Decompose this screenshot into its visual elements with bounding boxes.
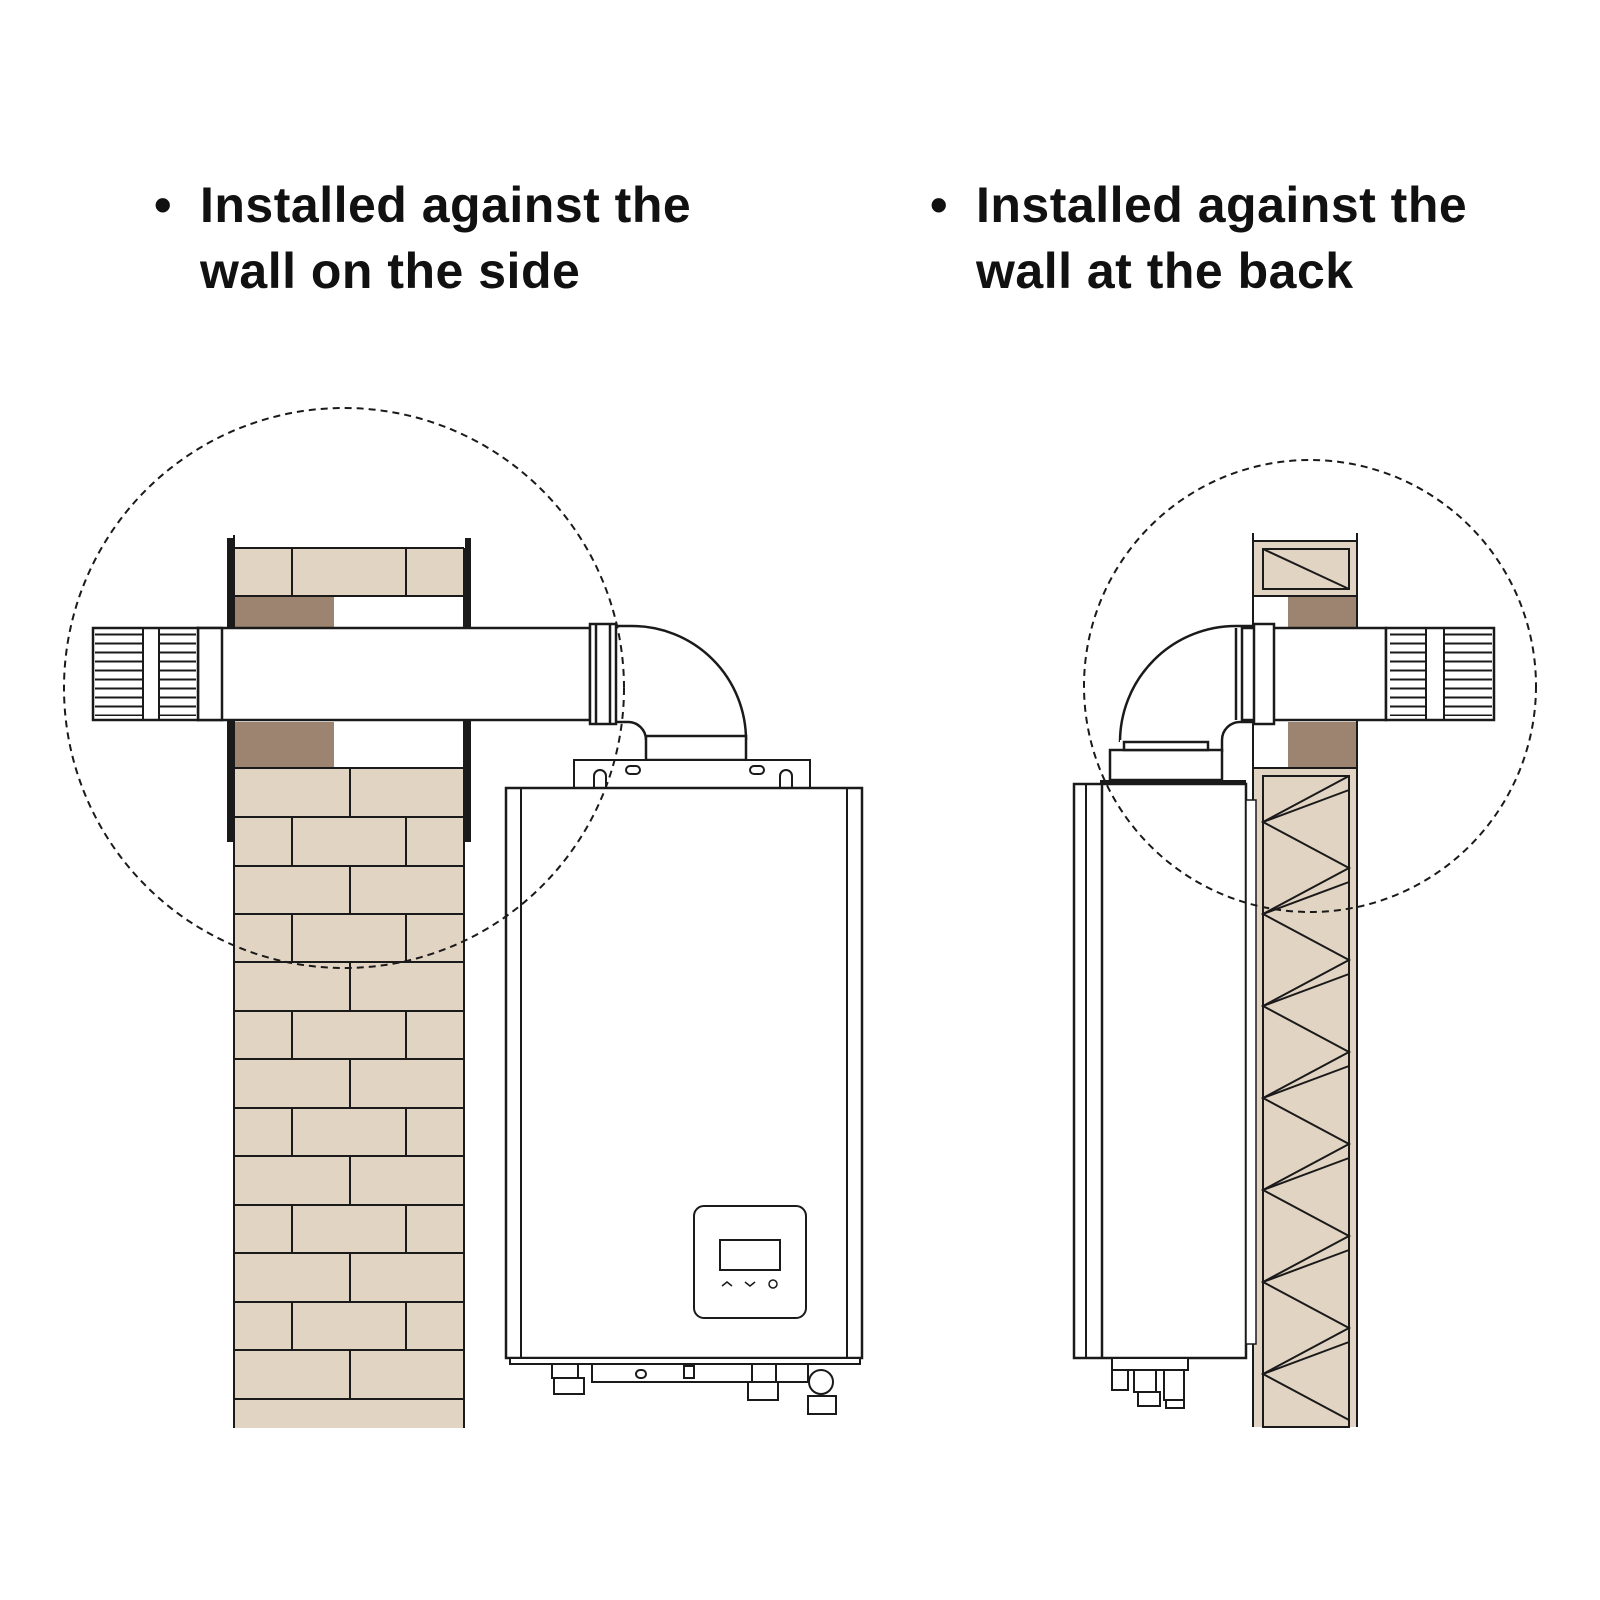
vent-terminal-grille-icon bbox=[1384, 626, 1496, 722]
dashed-circle-highlight-icon bbox=[1083, 459, 1537, 913]
bottom-fittings bbox=[1111, 1357, 1189, 1409]
caption-back-line1: Installed against the bbox=[976, 177, 1468, 233]
vent-pipe-elbow-icon bbox=[1108, 624, 1254, 782]
dashed-circle-highlight-icon bbox=[63, 407, 625, 969]
side-wall-scene bbox=[63, 407, 864, 1428]
bullet-dot-icon: • bbox=[930, 177, 949, 233]
back-wall-scene bbox=[1072, 459, 1537, 1428]
bullet-dot-icon: • bbox=[154, 177, 173, 233]
rear-vent-pipe bbox=[1234, 622, 1388, 726]
caption-side-line1: Installed against the bbox=[200, 177, 692, 233]
caption-side-wall: • Installed against the wall on the side bbox=[154, 172, 692, 304]
bottom-fittings bbox=[509, 1357, 861, 1415]
control-panel bbox=[693, 1205, 807, 1319]
horizontal-vent-pipe bbox=[196, 622, 618, 726]
mounting-bracket bbox=[573, 759, 811, 789]
caption-side-line2: wall on the side bbox=[200, 243, 581, 299]
water-heater-unit-icon bbox=[504, 786, 864, 1415]
water-heater-side-icon bbox=[1072, 780, 1257, 1409]
caption-back-wall: • Installed against the wall at the back bbox=[930, 172, 1468, 304]
vent-terminal-grille-icon bbox=[91, 626, 200, 722]
caption-back-line2: wall at the back bbox=[976, 243, 1354, 299]
